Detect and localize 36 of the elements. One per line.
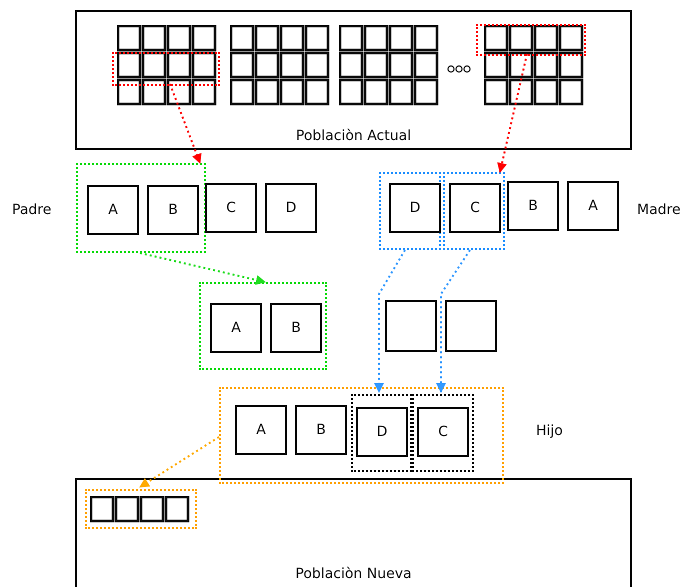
role-label: Hijo [536,423,563,439]
arrow [169,84,202,164]
gene-box: C [449,183,501,233]
arrow [139,436,220,488]
gene-box: C [417,407,469,457]
gene-box: B [507,181,559,231]
role-label: Madre [637,202,681,218]
arrow [374,250,406,393]
gene-box: B [295,405,347,455]
arrow [436,249,471,393]
gene-box: D [265,183,317,233]
population-caption: Poblaciòn Actual [294,128,412,144]
population-box [75,478,632,587]
gene-group-frame [76,163,206,253]
gene-group-frame [351,394,412,472]
gene-box: D [389,183,441,233]
gene-box: A [235,405,287,455]
gene-box: A [567,181,619,231]
gene-box: B [147,185,199,235]
gene-box: A [210,303,262,353]
gene-group-frame [379,172,441,250]
gene-group-frame [443,172,505,250]
arrow [140,252,266,285]
gene-box: A [87,185,139,235]
empty-gene-box [385,300,437,352]
population-box [75,10,632,150]
role-label: Padre [12,202,52,218]
population-caption: Poblaciòn Nueva [294,566,413,582]
gene-box: C [205,183,257,233]
gene-group-frame [412,394,474,472]
gene-box: D [356,407,408,457]
selection-frame [85,489,197,529]
gene-box: B [270,303,322,353]
arrow [497,54,528,173]
empty-gene-box [445,300,497,352]
gene-group-frame [199,282,327,370]
